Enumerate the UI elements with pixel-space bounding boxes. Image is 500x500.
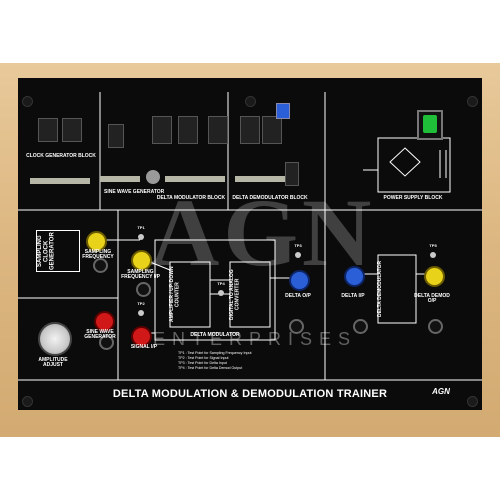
tp4-label: TP4: [217, 281, 225, 286]
tp3-label: TP3: [294, 243, 302, 248]
resistor-row: [30, 178, 90, 184]
delta-modulator-block-label: DELTA MODULATOR BLOCK: [156, 195, 226, 201]
legend-item: TP3 : Test Point for Delta Input: [178, 360, 227, 365]
corner-screw: [245, 96, 256, 107]
resistor-row: [235, 176, 285, 182]
tp1-label: TP1: [137, 225, 145, 230]
legend-item: TP4 : Test Point for Delta Demod Output: [178, 365, 243, 370]
sampling-frequency-ip-label: SAMPLING FREQUENCY I/P: [121, 269, 160, 281]
sampling-frequency-ip-socket[interactable]: [131, 250, 152, 271]
sine-wave-generator-label: SINE WAVE GENERATOR: [84, 329, 116, 341]
ic-chip: [262, 116, 282, 144]
delta-demodulator-box: DELTA DEMODULATOR: [377, 260, 383, 318]
legend-item: TP1 : Test Point for Sampling Frequency …: [178, 351, 252, 355]
delta-demodulator-block-label: DELTA DEMODULATOR BLOCK: [232, 195, 308, 201]
ground-socket[interactable]: [136, 282, 151, 297]
trimmer-pot: [276, 103, 290, 119]
ground-socket[interactable]: [289, 319, 304, 334]
ground-socket[interactable]: [353, 319, 368, 334]
panel-title: DELTA MODULATION & DEMODULATION TRAINER: [112, 388, 388, 400]
tp2-test-point[interactable]: [138, 310, 144, 316]
ic-chip: [108, 124, 124, 148]
ground-socket[interactable]: [99, 335, 114, 350]
tp4-test-point[interactable]: [218, 290, 224, 296]
ground-socket[interactable]: [428, 319, 443, 334]
resistor-row: [165, 176, 225, 182]
watermark-logo: AGN: [150, 179, 376, 286]
resistor-row: [100, 176, 140, 182]
signal-ip-label: SIGNAL I/P: [130, 344, 158, 350]
legend-item: TP2 : Test Point for Signal Input: [178, 355, 229, 360]
capacitor: [146, 170, 160, 184]
tp5-label: TP5: [429, 243, 437, 248]
amplitude-adjust-label: AMPLITUDE ADJUST: [38, 357, 68, 369]
delta-op-socket[interactable]: [289, 270, 310, 291]
corner-screw: [467, 396, 478, 407]
delta-op-label: DELTA O/P: [285, 293, 311, 299]
delta-ip-socket[interactable]: [344, 266, 365, 287]
clock-generator-block-label: CLOCK GENERATOR BLOCK: [26, 153, 96, 159]
tp2-label: TP2: [137, 301, 145, 306]
corner-screw: [22, 96, 33, 107]
brand-logo: AGN: [432, 387, 450, 396]
ic-chip: [208, 116, 228, 144]
ic-chip: [285, 162, 299, 186]
test-point-legend: TP1 : Test Point for Sampling Frequency …: [178, 351, 308, 370]
sine-wave-generator-label: SINE WAVE GENERATOR: [104, 189, 165, 195]
amplitude-adjust-knob[interactable]: [38, 322, 72, 356]
delta-modulator-label: DELTA MODULATOR: [190, 332, 240, 338]
tp1-test-point[interactable]: [138, 234, 144, 240]
sine-wave-generator-socket[interactable]: [94, 311, 115, 332]
ic-chip: [178, 116, 198, 144]
delta-ip-label: DELTA I/P: [341, 293, 365, 299]
sampling-frequency-socket[interactable]: [86, 231, 107, 252]
tp5-test-point[interactable]: [430, 252, 436, 258]
tp3-test-point[interactable]: [295, 252, 301, 258]
ic-chip: [38, 118, 58, 142]
ground-socket[interactable]: [93, 258, 108, 273]
corner-screw: [467, 96, 478, 107]
corner-screw: [22, 396, 33, 407]
power-supply-block-label: POWER SUPPLY BLOCK: [383, 195, 443, 201]
ic-chip: [152, 116, 172, 144]
watermark-enterprises: ENTERPRISES: [152, 329, 358, 349]
signal-ip-socket[interactable]: [131, 326, 152, 347]
sampling-clock-generator-box: SAMPLING CLOCK GENERATOR: [36, 230, 80, 272]
power-switch[interactable]: [417, 110, 443, 140]
sampling-frequency-label: SAMPLING FREQUENCY: [82, 249, 114, 261]
ic-chip: [240, 116, 260, 144]
delta-demod-op-socket[interactable]: [424, 266, 445, 287]
delta-demod-op-label: DELTA DEMOD O/P: [414, 293, 450, 305]
ic-chip: [62, 118, 82, 142]
